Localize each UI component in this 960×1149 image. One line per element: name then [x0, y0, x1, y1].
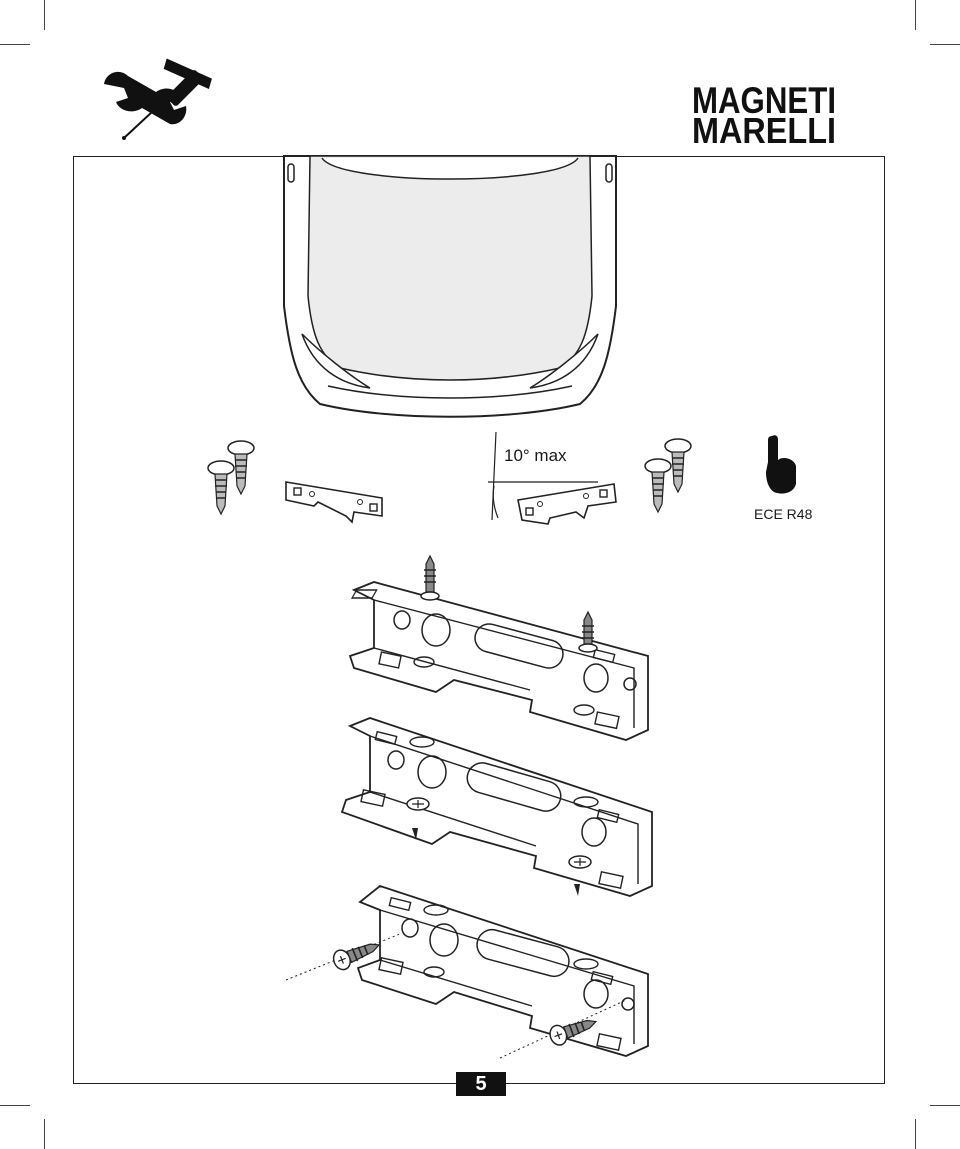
pointing-hand-icon — [766, 435, 796, 494]
bracket-small-icon — [285, 481, 383, 524]
car-front-illustration — [283, 155, 617, 418]
wrench-screwdriver-icon — [104, 58, 212, 140]
svg-text:MAGNETI: MAGNETI — [692, 80, 836, 122]
screw-pair-icon — [207, 440, 255, 516]
crop-mark — [915, 1119, 916, 1149]
page-number: 5 — [456, 1072, 506, 1096]
angle-label: 10° max — [504, 446, 567, 465]
svg-text:MARELLI: MARELLI — [692, 111, 836, 151]
crop-mark — [0, 1105, 30, 1106]
crop-mark — [44, 0, 45, 30]
crop-mark — [44, 1119, 45, 1149]
bracket-assembly-step-3 — [285, 884, 649, 1059]
screw-pair-icon — [644, 438, 692, 514]
brand-logo: MAGNETI MARELLI — [692, 80, 836, 152]
bracket-assembly-step-2 — [340, 717, 653, 897]
crop-mark — [930, 44, 960, 45]
angle-bracket-diagram — [488, 431, 617, 525]
bracket-assembly-step-1 — [348, 554, 649, 741]
crop-mark — [915, 0, 916, 30]
crop-mark — [930, 1105, 960, 1106]
regulation-label: ECE R48 — [754, 506, 813, 522]
crop-mark — [0, 44, 30, 45]
